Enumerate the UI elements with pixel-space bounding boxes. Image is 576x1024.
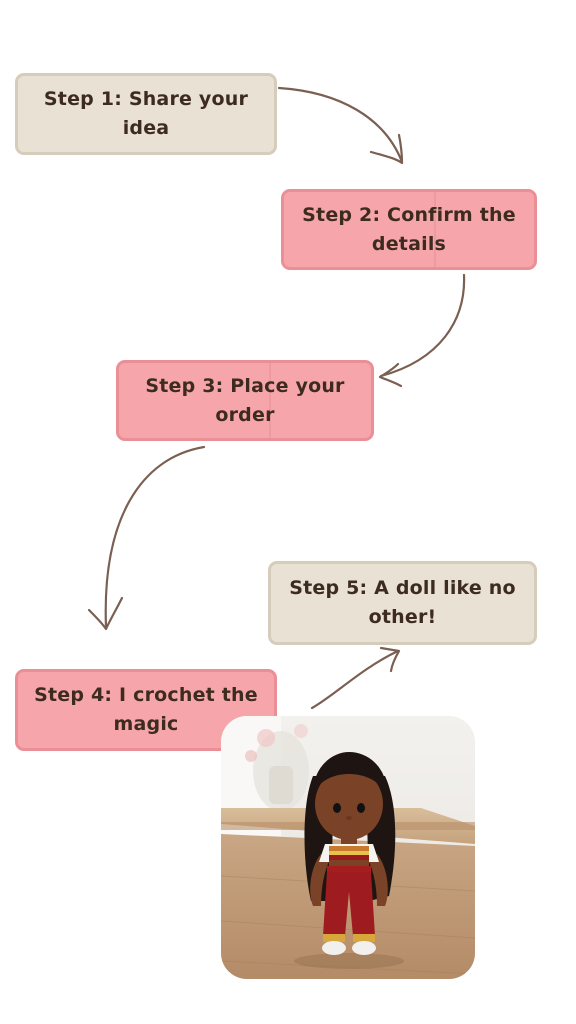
doll-illustration — [221, 716, 475, 979]
step-1-box: Step 1: Share your idea — [15, 73, 277, 155]
arrow-step1-to-step2 — [277, 86, 404, 165]
crochet-doll-photo — [221, 716, 475, 979]
step-3-box: Step 3: Place your order — [116, 360, 374, 441]
arrow-step3-to-step4 — [87, 445, 206, 631]
step-5-box: Step 5: A doll like no other! — [268, 561, 537, 645]
step-2-box: Step 2: Confirm the details — [281, 189, 537, 270]
step-3-label: Step 3: Place your order — [145, 374, 345, 426]
step-1-label: Step 1: Share your idea — [43, 88, 249, 139]
step-2-seam — [434, 192, 436, 267]
arrow-step2-to-step3 — [378, 273, 466, 388]
step-2-label: Step 2: Confirm the details — [302, 203, 516, 255]
step-5-label: Step 5: A doll like no other! — [289, 577, 516, 628]
step-4-label: Step 4: I crochet the magic — [34, 684, 258, 735]
arrow-step4-to-step5 — [310, 646, 401, 710]
step-3-seam — [269, 363, 271, 438]
